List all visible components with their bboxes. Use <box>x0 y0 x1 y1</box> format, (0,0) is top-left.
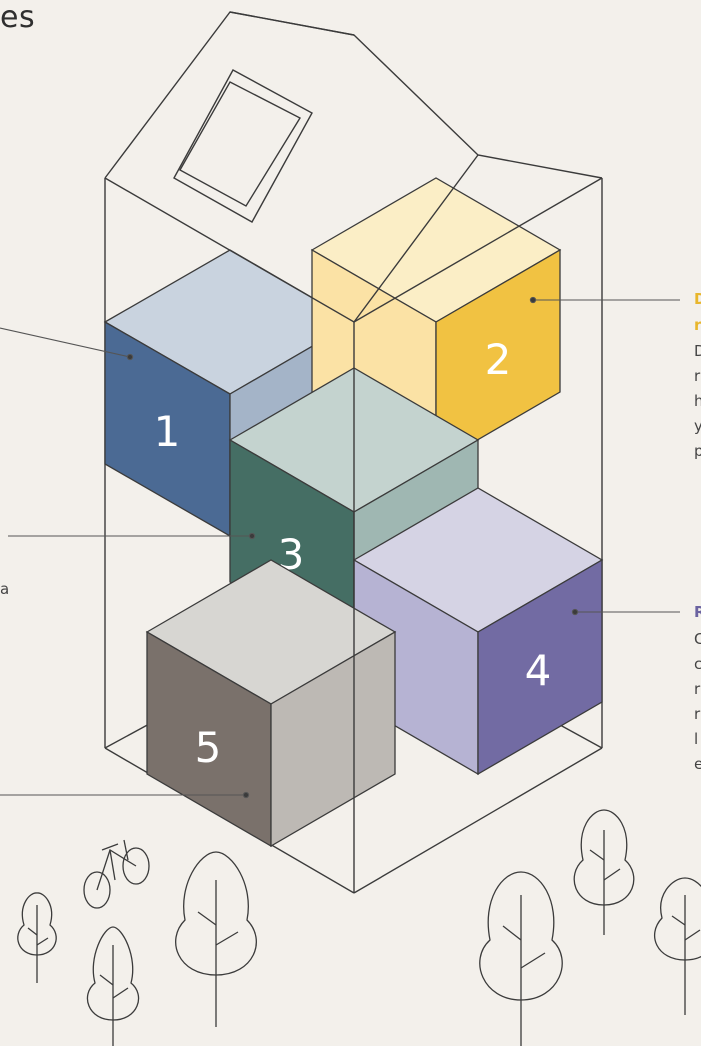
house-floor-right <box>353 747 603 894</box>
callout-2-body-line-1: D <box>694 342 701 360</box>
tree-icon-far-right <box>653 877 701 1015</box>
house-front-right-top <box>353 177 603 323</box>
callout-4-title-line-1: R <box>694 603 701 621</box>
callout-dot-5 <box>242 791 250 799</box>
module-5-number: 5 <box>195 723 222 772</box>
module-4: 4 <box>352 487 604 776</box>
callout-4-body-line-2: c <box>694 655 701 673</box>
callout-2-title-line-1: D <box>694 290 701 308</box>
callout-2-body-line-2: r <box>694 367 701 385</box>
callout-4-body-line-4: r <box>694 705 701 723</box>
callout-line-1 <box>0 327 131 358</box>
callout-2-title-line-2: r <box>694 316 701 334</box>
tree-icon-medium <box>175 851 257 1027</box>
module-1-number: 1 <box>154 407 181 456</box>
callout-4-body-line-6: e <box>694 755 701 773</box>
callout-3-body-fragment: a <box>0 580 10 598</box>
callout-dot-3 <box>248 532 256 540</box>
callout-2-body-line-4: y <box>694 417 701 435</box>
bicycle-icon <box>83 839 150 909</box>
callout-4-body-line-1: C <box>694 630 701 648</box>
callout-4-body-line-3: r <box>694 680 701 698</box>
callout-2-body-line-3: h <box>694 392 701 410</box>
module-5: 5 <box>145 559 397 848</box>
house-front-outline <box>104 154 603 893</box>
house-back-roof <box>104 11 603 179</box>
tree-icon-small-left <box>17 892 57 983</box>
tree-icon-right <box>573 809 635 935</box>
roof-ridge-line <box>229 11 355 36</box>
section-heading-fragment: es <box>0 0 36 35</box>
callout-dot-1 <box>126 353 134 361</box>
tree-icon-small-mid <box>86 926 140 1046</box>
roof-window-icon <box>173 69 313 223</box>
module-4-right <box>477 558 603 776</box>
callout-4-body-line-5: l <box>694 730 699 748</box>
callout-dot-2 <box>529 296 537 304</box>
tree-icon-large <box>479 871 563 1046</box>
callout-2-body-line-5: p <box>694 442 701 460</box>
callouts <box>0 296 680 799</box>
callout-dot-4 <box>571 608 579 616</box>
module-4-number: 4 <box>525 646 552 695</box>
module-2-number: 2 <box>485 335 512 384</box>
